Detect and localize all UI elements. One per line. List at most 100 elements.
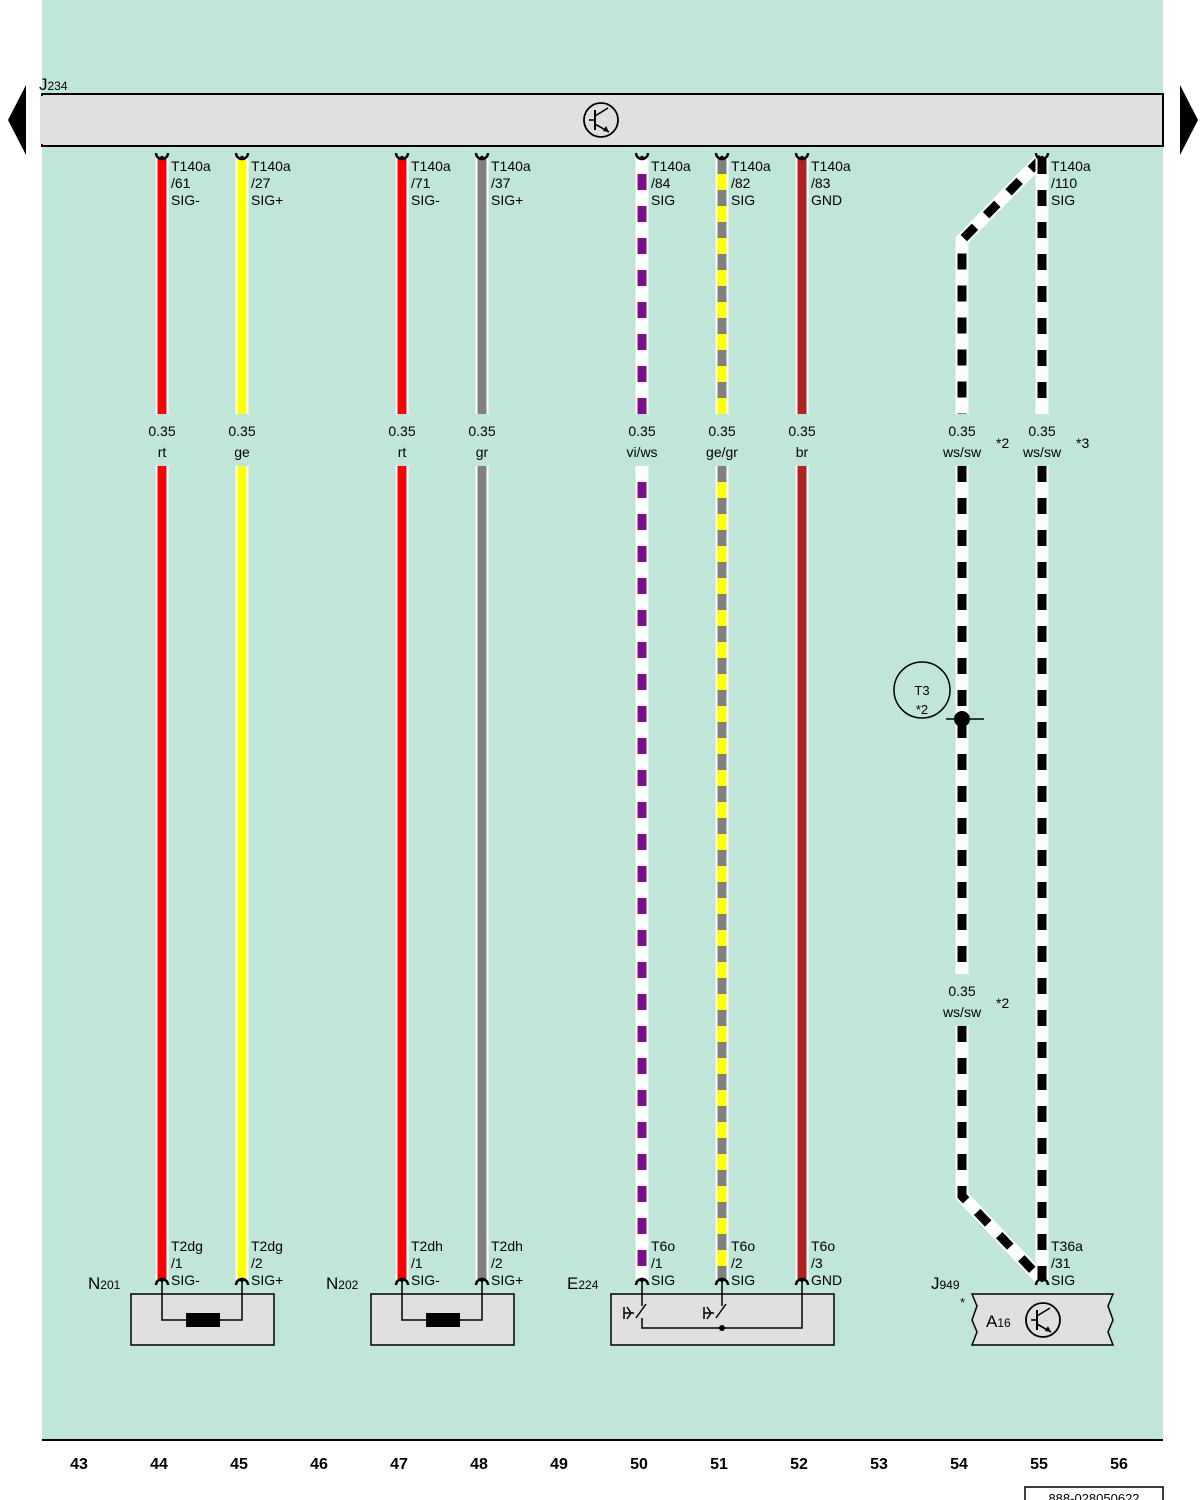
wire-gauge: 0.35 (948, 423, 975, 439)
connector-pin-icon (634, 152, 650, 161)
column-number: 49 (550, 1456, 568, 1473)
connector-pin-icon (154, 152, 170, 161)
top-pin-line: SIG+ (491, 192, 523, 208)
wire-gauge: 0.35 (228, 423, 255, 439)
wire-color-code: rt (398, 444, 407, 460)
transistor-icon (1025, 1302, 1061, 1338)
wire-gauge: 0.35 (1028, 423, 1055, 439)
top-pin-line: /37 (491, 175, 511, 191)
wire-color-code: rt (158, 444, 167, 460)
wire-footnote: *2 (996, 435, 1009, 451)
wire-gauge: 0.35 (708, 423, 735, 439)
connector-pin-icon (1034, 152, 1050, 161)
top-pin-line: T140a (171, 158, 211, 174)
module-label: J234 (39, 75, 68, 94)
wire-footnote: *3 (1076, 435, 1089, 451)
top-pin-line: SIG- (411, 192, 440, 208)
wire-gauge: 0.35 (948, 983, 975, 999)
connector-pin-icon (714, 152, 730, 161)
component-label: E224 (567, 1274, 599, 1293)
component-e224: E224 (567, 1274, 835, 1346)
wire-label: 0.35 rt (388, 423, 415, 460)
column-number: 48 (470, 1456, 488, 1473)
column-number: 52 (790, 1456, 808, 1473)
column-number: 47 (390, 1456, 408, 1473)
top-pin-line: T140a (251, 158, 291, 174)
column-number: 53 (870, 1456, 888, 1473)
wire-color-code: br (796, 444, 809, 460)
wire-label: 0.35 ge (228, 423, 255, 460)
top-pin-line: /61 (171, 175, 191, 191)
column-number: 55 (1030, 1456, 1048, 1473)
component-j949: J949 * A16 (931, 1274, 1115, 1346)
component-inner-label: A16 (986, 1312, 1011, 1331)
top-pin-line: T140a (731, 158, 771, 174)
wire-gauge: 0.35 (148, 423, 175, 439)
splice-node (954, 711, 970, 727)
bottom-pin-line: SIG+ (251, 1272, 283, 1288)
bottom-pin-line: T2dh (411, 1238, 443, 1254)
connector-pin-icon (794, 152, 810, 161)
bottom-pin-line: SIG (651, 1272, 675, 1288)
wire-label: 0.35 ge/gr (706, 423, 738, 460)
top-pin-line: SIG (731, 192, 755, 208)
bottom-pin-line: /1 (411, 1255, 423, 1271)
wire-label: 0.35 gr (468, 423, 495, 460)
bottom-pin-line: T36a (1051, 1238, 1083, 1254)
valve-coil-icon (186, 1313, 220, 1327)
wire-gauge: 0.35 (388, 423, 415, 439)
wire-color-code: ge (234, 444, 250, 460)
top-pin-line: SIG (651, 192, 675, 208)
bottom-pin-line: /1 (171, 1255, 183, 1271)
bottom-pin-line: /3 (811, 1255, 823, 1271)
doc-number-text: 888-028050622 (1048, 1491, 1139, 1500)
wire-gauge: 0.35 (788, 423, 815, 439)
top-pin-line: /71 (411, 175, 431, 191)
document-number: 888-028050622 (1024, 1486, 1164, 1500)
bottom-pin-line: T2dg (251, 1238, 283, 1254)
top-pin-line: SIG (1051, 192, 1075, 208)
push-button-icon (623, 1306, 634, 1320)
top-pin-line: /82 (731, 175, 751, 191)
bottom-pin-line: GND (811, 1272, 842, 1288)
wire-color-code: gr (476, 444, 489, 460)
component-label: N201 (88, 1274, 121, 1293)
column-number: 56 (1110, 1456, 1128, 1473)
wire-color-code: ge/gr (706, 444, 738, 460)
top-pin-line: /27 (251, 175, 271, 191)
transistor-icon (583, 102, 619, 138)
column-number: 43 (70, 1456, 88, 1473)
bottom-pin-line: SIG (731, 1272, 755, 1288)
wire-color-code: ws/sw (942, 444, 982, 460)
wire-label: 0.35 rt (148, 423, 175, 460)
splice-note: *2 (916, 702, 928, 717)
column-number: 46 (310, 1456, 328, 1473)
top-pin-line: /83 (811, 175, 831, 191)
bottom-pin-line: SIG+ (491, 1272, 523, 1288)
wire-label: 0.35 ws/sw *2 (942, 423, 1010, 460)
column-number: 50 (630, 1456, 648, 1473)
component-footnote: * (960, 1295, 965, 1310)
bottom-pin-line: T2dg (171, 1238, 203, 1254)
bottom-pin-line: T2dh (491, 1238, 523, 1254)
page-next-arrow-icon[interactable] (1180, 85, 1198, 155)
page-prev-arrow-icon[interactable] (8, 85, 26, 155)
top-pin-line: T140a (811, 158, 851, 174)
top-pin-line: T140a (651, 158, 691, 174)
splice-t3: T3 *2 (893, 661, 984, 727)
top-pin-line: SIG- (171, 192, 200, 208)
bottom-pin-line: /2 (251, 1255, 263, 1271)
component-label: N202 (326, 1274, 359, 1293)
wire-color-code: ws/sw (1022, 444, 1062, 460)
connector-pin-icon (474, 152, 490, 161)
wire-gauge: 0.35 (468, 423, 495, 439)
wire-color-code: ws/sw (942, 1004, 982, 1020)
